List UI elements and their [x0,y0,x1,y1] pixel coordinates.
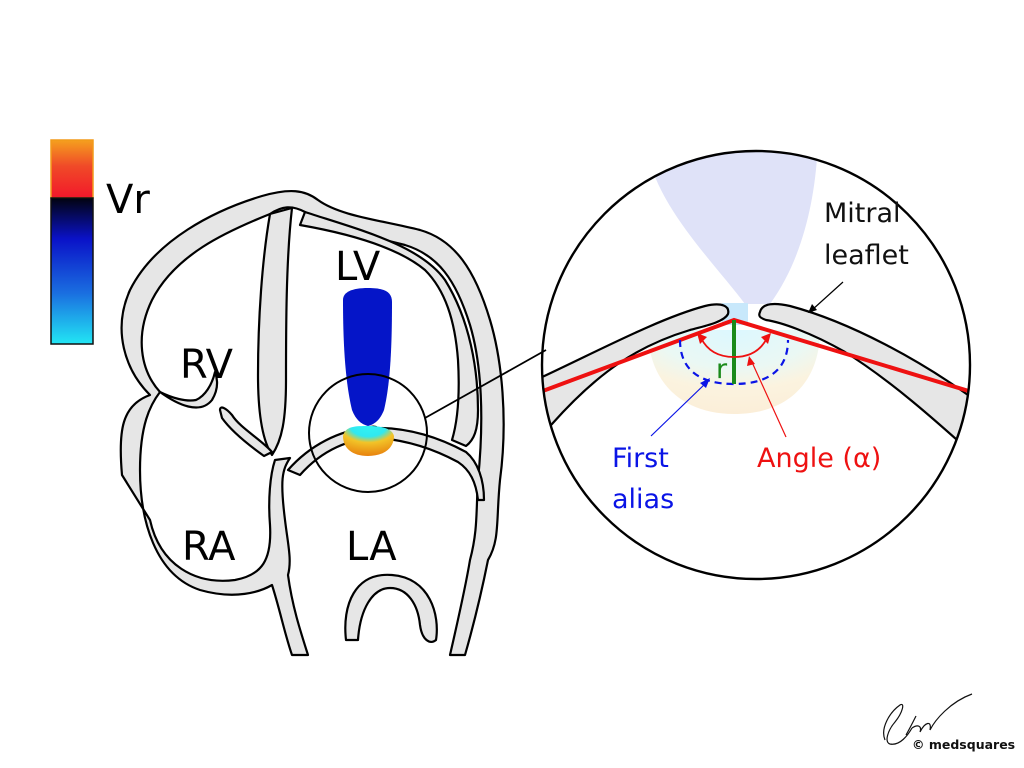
mitral-leaflet-label-line1: Mitral [824,198,901,229]
copyright-credit: © medsquares [912,737,1015,752]
first-alias-label-line2: alias [612,484,674,515]
tricuspid-leaflet-right [218,406,274,458]
septum [256,206,294,457]
magnify-source-circle [308,373,428,493]
angle-pointer-arrowhead [747,356,755,366]
mitral-leaflet-arrowhead [808,304,817,313]
angle-pointer [750,359,787,438]
heart-diagram [119,190,547,657]
lv-lateral-wall [298,210,480,448]
pisa-hemisphere [343,426,394,456]
mitral-leaflet-pointer [811,281,844,311]
colorbar-label: Vr [106,177,150,223]
chamber-label-rv: RV [180,342,234,388]
chamber-label-lv: LV [335,244,381,290]
first-alias-pointer [650,381,708,437]
first-alias-arrowhead [700,378,710,388]
magnified-view [540,149,972,581]
pulmonary-vein [344,573,438,643]
angle-arrowhead-right [761,333,771,344]
chamber-label-ra: RA [182,524,236,570]
signature-icon [883,693,973,745]
velocity-colorbar [50,139,94,345]
colorbar-negative [50,197,94,345]
heart-outer-wall [119,190,505,657]
chamber-label-la: LA [346,524,397,570]
magnified-view-circle [540,149,972,581]
first-alias-contour [678,339,790,386]
radius-label: r [716,354,728,385]
mitral-leaflet-label-line2: leaflet [824,240,909,271]
regurgitant-flow-jet [343,288,392,426]
signature-logo [883,693,973,745]
angle-label: Angle (α) [757,443,881,474]
angle-arrowhead-left [697,333,707,344]
angle-arc [700,337,768,358]
magnify-connector-line [424,349,547,419]
magnified-flow-jet [646,151,818,304]
tricuspid-leaflet-left [158,370,219,409]
first-alias-label-line1: First [612,443,669,474]
colorbar-positive [50,139,94,199]
mitral-leaflet-left [542,303,730,431]
